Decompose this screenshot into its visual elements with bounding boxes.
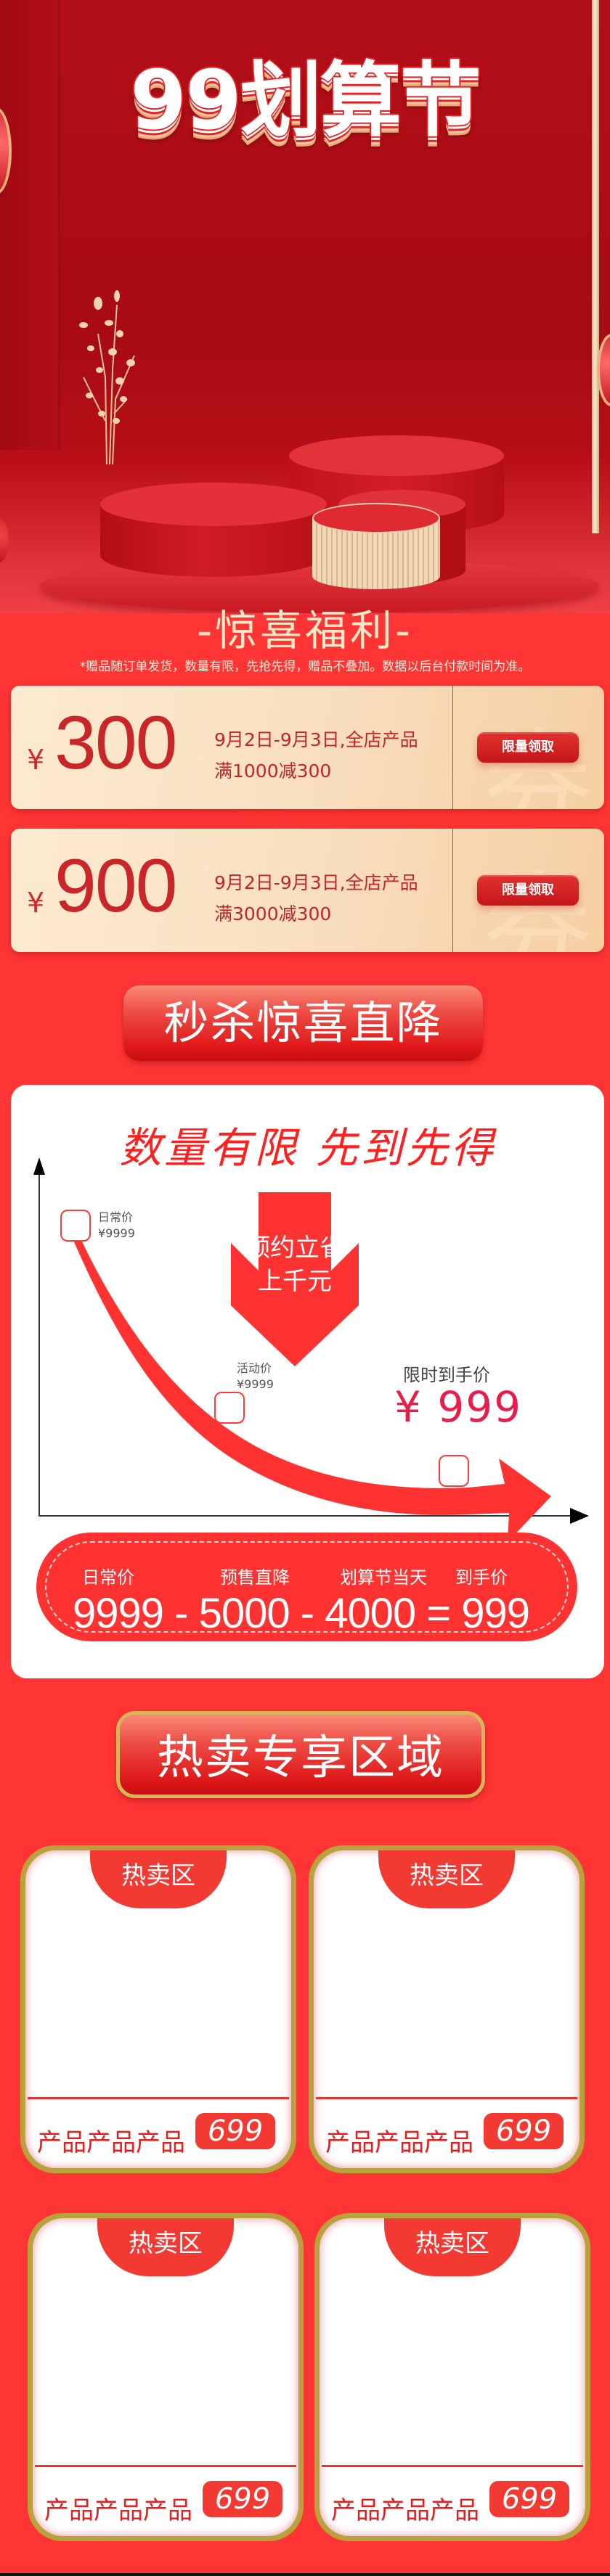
product-divider <box>28 2097 289 2099</box>
product-card[interactable]: 热卖区 产品产品产品 699 <box>309 1845 585 2173</box>
hero-banner: 99划算节 <box>0 0 610 613</box>
hot-sale-tag: 热卖区 <box>97 2218 234 2276</box>
price-point-marker <box>214 1392 245 1424</box>
hot-sale-tag: 热卖区 <box>384 2218 521 2276</box>
product-image-area[interactable]: 热卖区 产品产品产品 699 <box>320 2218 585 2536</box>
coupon-card: 券 ¥ 300 9月2日-9月3日,全店产品 满1000减300 限量领取 <box>11 686 604 809</box>
product-name: 产品产品产品 <box>37 2128 185 2157</box>
formula-label: 到手价 <box>455 1567 508 1588</box>
hero-title: 99划算节 <box>130 54 481 148</box>
welfare-disclaimer: *赠品随订单发货，数量有限，先抢先得，赠品不叠加。数据以后台付款时间为准。 <box>79 660 531 674</box>
hot-sale-header: 热卖专享区域 <box>116 1711 485 1798</box>
product-image-area[interactable]: 热卖区 产品产品产品 699 <box>25 1850 291 2168</box>
product-divider <box>322 2465 583 2467</box>
formula-dashed-border <box>45 1541 569 1633</box>
arrow-up-icon <box>33 1157 45 1175</box>
gold-plant-icon <box>79 290 135 464</box>
coupon-divider <box>452 686 453 809</box>
formula-equation: 9999 - 5000 - 4000 = 999 <box>73 1590 530 1637</box>
coupon-divider <box>452 829 453 952</box>
claim-coupon-button[interactable]: 限量领取 <box>477 732 579 763</box>
product-card[interactable]: 热卖区 产品产品产品 699 <box>28 2213 304 2541</box>
podium-left-top <box>100 483 327 526</box>
coupon-condition: 满1000减300 <box>214 760 332 782</box>
final-price-value: ¥ 999 <box>394 1382 523 1432</box>
product-price-badge[interactable]: 699 <box>489 2481 569 2517</box>
coupon-currency: ¥ <box>27 887 45 919</box>
formula-label: 日常价 <box>82 1567 134 1588</box>
ball-ornament-icon <box>0 517 9 563</box>
arrow-caption-line2: 上千元 <box>258 1267 332 1296</box>
page-bottom-edge <box>0 2573 610 2576</box>
coupon-card: 券 ¥ 900 9月2日-9月3日,全店产品 满3000减300 限量领取 <box>11 829 604 952</box>
price-drop-card: 数量有限 先到先得 预约立省 上千元 日常价 ¥9999 活动价 ¥9999 限… <box>11 1085 604 1678</box>
product-price-badge[interactable]: 699 <box>195 2113 275 2149</box>
price-formula: 日常价 预售直降 划算节当天 到手价 9999 - 5000 - 4000 = … <box>36 1533 577 1641</box>
product-name: 产品产品产品 <box>331 2496 479 2525</box>
coupon-condition: 满3000减300 <box>214 903 332 924</box>
coupon-currency: ¥ <box>27 744 45 776</box>
product-divider <box>316 2097 577 2099</box>
podium-gold-top <box>312 503 440 533</box>
hot-sale-tag: 热卖区 <box>378 1850 515 1908</box>
price-drop-curve-icon <box>70 1226 551 1542</box>
price-point-marker <box>60 1210 91 1242</box>
welfare-section-title: -惊喜福利- <box>197 606 413 655</box>
coupon-dates: 9月2日-9月3日,全店产品 <box>214 729 418 750</box>
arrow-right-icon <box>570 1508 589 1524</box>
hero-wall-edge <box>58 0 60 450</box>
product-price-badge[interactable]: 699 <box>484 2113 564 2149</box>
x-axis <box>38 1515 583 1517</box>
product-image-area[interactable]: 热卖区 产品产品产品 699 <box>314 1850 580 2168</box>
product-card[interactable]: 热卖区 产品产品产品 699 <box>20 1845 296 2173</box>
coupon-dates: 9月2日-9月3日,全店产品 <box>214 872 418 893</box>
formula-label: 划算节当天 <box>340 1567 427 1588</box>
flash-sale-header: 秒杀惊喜直降 <box>123 985 483 1061</box>
coupon-amount: 300 <box>54 701 178 785</box>
big-down-arrow-icon <box>231 1192 359 1366</box>
product-price-badge[interactable]: 699 <box>203 2481 282 2517</box>
hot-sale-tag: 热卖区 <box>90 1850 227 1908</box>
price-point-label: 日常价 ¥9999 <box>98 1210 135 1240</box>
formula-label: 预售直降 <box>220 1567 290 1588</box>
hero-side-wall <box>0 0 60 450</box>
product-name: 产品产品产品 <box>325 2128 473 2157</box>
coupon-amount: 900 <box>54 844 178 928</box>
arrow-caption: 预约立省 上千元 <box>231 1231 359 1298</box>
product-divider <box>35 2465 296 2467</box>
final-price-marker <box>439 1455 469 1487</box>
y-axis <box>38 1165 40 1516</box>
product-card[interactable]: 热卖区 产品产品产品 699 <box>314 2213 590 2541</box>
product-name: 产品产品产品 <box>44 2496 192 2525</box>
final-price-label: 限时到手价 <box>403 1365 490 1385</box>
gold-pillar <box>592 0 599 533</box>
podium-back-top <box>289 435 504 476</box>
arrow-caption-line1: 预约立省 <box>245 1234 344 1263</box>
limited-quantity-heading: 数量有限 先到先得 <box>119 1123 496 1173</box>
claim-coupon-button[interactable]: 限量领取 <box>477 875 579 906</box>
price-point-label: 活动价 ¥9999 <box>237 1361 274 1391</box>
product-image-area[interactable]: 热卖区 产品产品产品 699 <box>33 2218 298 2536</box>
